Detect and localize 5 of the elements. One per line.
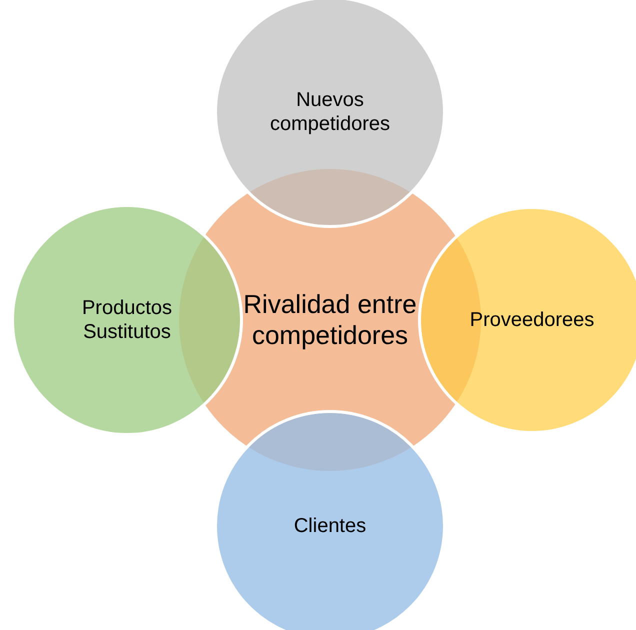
circle-label: Rivalidad entre competidores [242,288,418,352]
circle-label: Proveedorees [468,308,596,332]
circle-label: Clientes [292,514,368,538]
circle-label: Productos Sustitutos [80,296,174,344]
circle-label: Nuevos competidores [268,88,392,136]
